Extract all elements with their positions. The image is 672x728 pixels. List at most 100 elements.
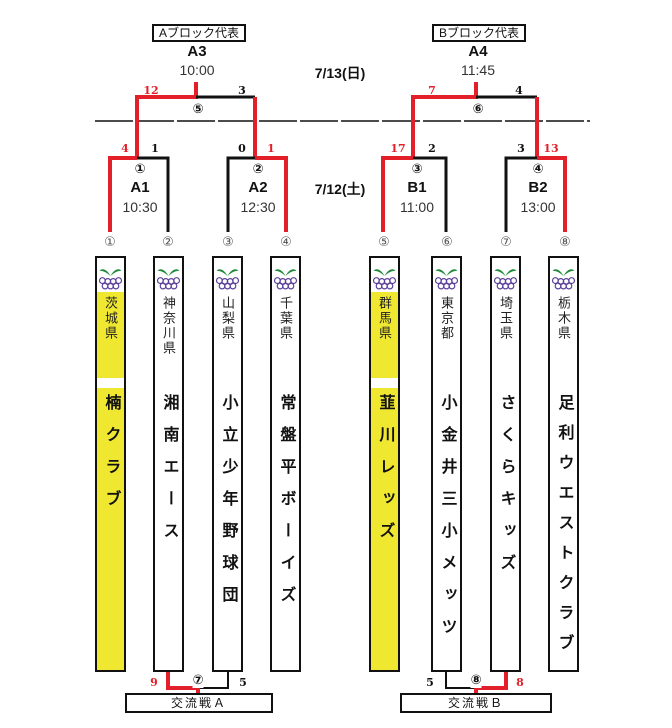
team-name-area: 小金井三小メッツ (433, 388, 460, 670)
team-slot-2: ② (162, 234, 174, 249)
a-final-time: 10:00 (179, 62, 215, 78)
team-prefecture: 栃木県 (556, 296, 571, 341)
a1-score-right: 1 (151, 142, 159, 155)
team-prefecture-area: 山梨県 (214, 292, 241, 378)
team-prefecture: 東京都 (439, 296, 454, 341)
team-name: 小金井三小メッツ (438, 394, 456, 650)
team-name: 湘南エース (160, 394, 178, 554)
team-name: さくらキッズ (497, 394, 515, 586)
league-logo-icon (97, 262, 124, 292)
team-column-4: 千葉県常盤平ボーイズ (270, 256, 301, 672)
team-name: 楠クラブ (102, 394, 120, 522)
b1-score-right: 2 (428, 142, 436, 155)
a2-lose-line (226, 156, 255, 232)
b1-code: B1 (407, 179, 427, 196)
b2-score-left: 3 (517, 142, 525, 155)
b-final-score-right: 4 (515, 84, 523, 97)
team-top-cap (548, 256, 579, 260)
ex-a-score-left: 9 (150, 676, 158, 689)
team-prefecture-area: 茨城県 (97, 292, 124, 378)
b2-win-line (537, 156, 567, 232)
b2-code: B2 (528, 179, 548, 196)
team-top-cap (212, 256, 243, 260)
a2-time: 12:30 (240, 199, 276, 215)
a-final-score-right: 3 (238, 84, 246, 97)
a2-score-right: 1 (267, 142, 275, 155)
ex-b-win-line (474, 672, 508, 694)
team-column-2: 神奈川県湘南エース (153, 256, 184, 672)
team-slot-8: ⑧ (559, 234, 571, 249)
team-prefecture-area: 神奈川県 (155, 292, 182, 378)
league-logo-icon (155, 262, 182, 292)
b2-time: 13:00 (520, 199, 556, 215)
a1-code: A1 (130, 179, 150, 196)
league-logo-icon (371, 262, 398, 292)
team-prefecture-area: 千葉県 (272, 292, 299, 378)
team-prefecture-area: 東京都 (433, 292, 460, 378)
team-prefecture: 茨城県 (103, 296, 118, 341)
team-column-8: 栃木県足利ウエストクラブ (548, 256, 579, 672)
a-final-number: ⑤ (192, 101, 204, 116)
team-top-cap (153, 256, 184, 260)
team-top-cap (369, 256, 400, 260)
team-name-area: 常盤平ボーイズ (272, 388, 299, 670)
b-final-win-line (411, 82, 478, 158)
b2-number: ④ (532, 161, 544, 176)
team-slot-4: ④ (280, 234, 292, 249)
team-name: 韮川レッズ (376, 394, 394, 554)
team-name-area: 足利ウエストクラブ (550, 388, 577, 670)
team-slot-6: ⑥ (441, 234, 453, 249)
a-final-code: A3 (187, 43, 207, 60)
ex-b-lose-line (445, 672, 476, 689)
a1-time: 10:30 (122, 199, 158, 215)
a2-score-left: 0 (238, 142, 246, 155)
b1-lose-line (413, 156, 448, 232)
team-name: 小立少年野球団 (219, 394, 237, 618)
league-logo-icon (550, 262, 577, 292)
b1-win-line (381, 156, 413, 232)
team-name-area: 楠クラブ (97, 388, 124, 670)
ex-a-lose-line (198, 672, 229, 689)
ex-a-number: ⑦ (192, 672, 204, 688)
ex-b-number: ⑧ (470, 672, 482, 688)
league-logo-icon (433, 262, 460, 292)
b1-score-left: 17 (390, 142, 406, 155)
b-final-number: ⑥ (472, 101, 484, 116)
b-final-code: A4 (468, 43, 488, 60)
team-prefecture: 埼玉県 (498, 296, 513, 341)
team-column-5: 群馬県韮川レッズ (369, 256, 400, 672)
a1-win-line (108, 156, 137, 232)
b1-number: ③ (411, 161, 423, 176)
team-top-cap (270, 256, 301, 260)
team-name-area: 湘南エース (155, 388, 182, 670)
team-top-cap (431, 256, 462, 260)
b-final-score-left: 7 (428, 84, 436, 97)
team-prefecture-area: 埼玉県 (492, 292, 519, 378)
league-logo-icon (492, 262, 519, 292)
team-slot-5: ⑤ (378, 234, 390, 249)
a-final-score-left: 12 (143, 84, 159, 97)
b2-score-right: 13 (543, 142, 559, 155)
ex-a-score-right: 5 (239, 676, 247, 689)
team-prefecture-area: 栃木県 (550, 292, 577, 378)
team-column-1: 茨城県楠クラブ (95, 256, 126, 672)
team-prefecture: 神奈川県 (161, 296, 176, 356)
team-name: 常盤平ボーイズ (277, 394, 295, 618)
team-prefecture: 群馬県 (377, 296, 392, 341)
team-prefecture: 千葉県 (278, 296, 293, 341)
a-final-win-line (135, 82, 198, 158)
team-column-7: 埼玉県さくらキッズ (490, 256, 521, 672)
a2-win-line (255, 156, 288, 232)
b1-time: 11:00 (400, 199, 434, 215)
team-prefecture: 山梨県 (220, 296, 235, 341)
team-slot-1: ① (104, 234, 116, 249)
ex-b-score-left: 5 (426, 676, 434, 689)
team-name-area: 韮川レッズ (371, 388, 398, 670)
team-name: 足利ウエストクラブ (555, 394, 573, 664)
team-prefecture-area: 群馬県 (371, 292, 398, 378)
team-top-cap (95, 256, 126, 260)
block-b-header: Bブロック代表 (432, 24, 526, 42)
date-day1: 7/12(土) (314, 181, 366, 197)
exchange-b-box: 交流戦Ｂ (400, 693, 552, 713)
